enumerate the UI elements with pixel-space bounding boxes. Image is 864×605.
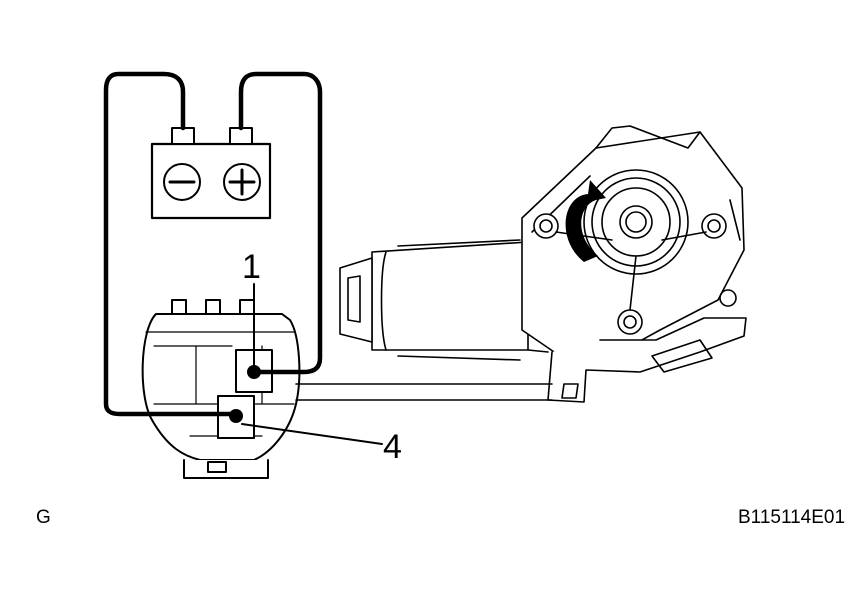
connector-harness <box>295 383 553 401</box>
battery <box>150 127 272 220</box>
battery-negative-symbol <box>163 163 201 201</box>
battery-positive-symbol <box>223 163 261 201</box>
terminal-label-4: 4 <box>383 428 402 466</box>
test-leads <box>103 71 323 417</box>
leader-line-4 <box>241 423 383 445</box>
illustration-code: B115114E01 <box>738 507 846 528</box>
rotation-arrow <box>565 180 606 262</box>
terminal-label-1: 1 <box>242 248 261 286</box>
corner-label: G <box>36 507 51 528</box>
wiper-motor <box>339 125 747 403</box>
terminal-4-dot <box>229 409 243 423</box>
terminal-1-dot <box>247 365 261 379</box>
motor-connector <box>141 299 301 479</box>
